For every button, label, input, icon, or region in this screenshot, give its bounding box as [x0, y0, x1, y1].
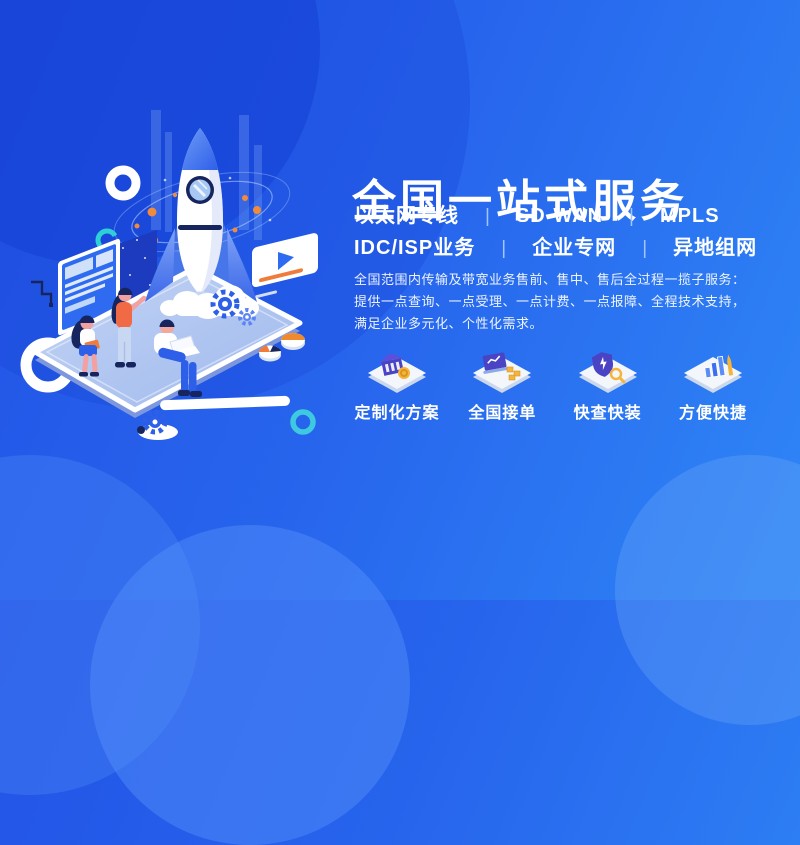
separator: | — [629, 206, 634, 227]
service-remote-networking: 异地组网 — [673, 237, 758, 259]
feature-custom-solution: 定制化方案 — [346, 342, 448, 423]
feature-label: 定制化方案 — [354, 405, 440, 422]
standing-woman-pointing — [111, 287, 147, 368]
gear-icon-small — [238, 308, 256, 326]
monitor-screen — [58, 238, 120, 336]
rocket-fin-right — [227, 228, 257, 302]
feature-label: 快查快装 — [573, 405, 642, 422]
rocket — [145, 128, 257, 302]
feature-quick-install: 快查快装 — [557, 342, 659, 423]
decorative-circle-bottom-left-2 — [90, 525, 410, 845]
progress-bar — [160, 395, 290, 411]
feature-convenient: 方便快捷 — [662, 342, 764, 423]
circuit-lines — [31, 280, 53, 307]
service-sdwan: SD-WAN — [515, 205, 604, 227]
page-title: 全国一站式服务 — [352, 177, 688, 227]
rocket-fin-left — [145, 228, 175, 302]
gear-platform — [137, 409, 178, 440]
separator: | — [485, 206, 490, 227]
bar-chart-icon — [683, 354, 742, 393]
light-stripes — [151, 110, 262, 240]
sparkle-dots — [163, 176, 272, 222]
pie-chart-1 — [258, 345, 281, 362]
description-line-3: 满足企业多元化、个性化需求。 — [354, 316, 544, 331]
description-line-2: 提供一点查询、一点受理、一点计费、一点报障、全程技术支持， — [354, 294, 746, 309]
separator: | — [642, 238, 648, 259]
sitting-woman-with-tablet — [71, 315, 100, 377]
service-enterprise-network: 企业专网 — [532, 237, 617, 259]
decorative-circle-bottom-left-1 — [0, 455, 200, 795]
play-icon — [278, 251, 294, 270]
pie-chart-2 — [281, 333, 305, 350]
feature-list: 定制化方案 全国接单 — [346, 342, 764, 423]
service-row-2: IDC/ISP业务 | 企业专网 | 异地组网 — [354, 231, 757, 260]
decorative-circle-bottom-right — [615, 455, 800, 725]
rocket-nose — [182, 128, 218, 170]
gear-icon — [210, 289, 240, 319]
description-line-1: 全国范围内传输及带宽业务售前、售中、售后全过程一揽子服务： — [354, 272, 746, 287]
laptop-order-icon — [473, 352, 532, 393]
video-player-card — [252, 233, 318, 299]
separator: | — [501, 238, 507, 259]
shield-magnifier-icon — [578, 352, 637, 393]
feature-label: 方便快捷 — [678, 405, 747, 422]
description: 全国范围内传输及带宽业务售前、售中、售后全过程一揽子服务： 提供一点查询、一点受… — [354, 269, 779, 335]
service-mpls: MPLS — [659, 205, 720, 227]
service-ethernet: 以太网专线 — [354, 205, 459, 227]
feature-label: 全国接单 — [468, 405, 537, 422]
feature-national-orders: 全国接单 — [451, 342, 553, 423]
service-idc-isp: IDC/ISP业务 — [354, 237, 476, 259]
rocket-band — [178, 225, 222, 230]
white-ring-small — [105, 165, 141, 201]
cloud-with-gear — [160, 285, 259, 326]
bank-coin-icon — [368, 353, 426, 393]
sitting-man-with-laptop — [154, 319, 202, 397]
teal-ring — [290, 409, 316, 435]
hero-illustration — [20, 110, 318, 440]
service-row-1: 以太网专线 | SD-WAN | MPLS — [354, 199, 720, 228]
